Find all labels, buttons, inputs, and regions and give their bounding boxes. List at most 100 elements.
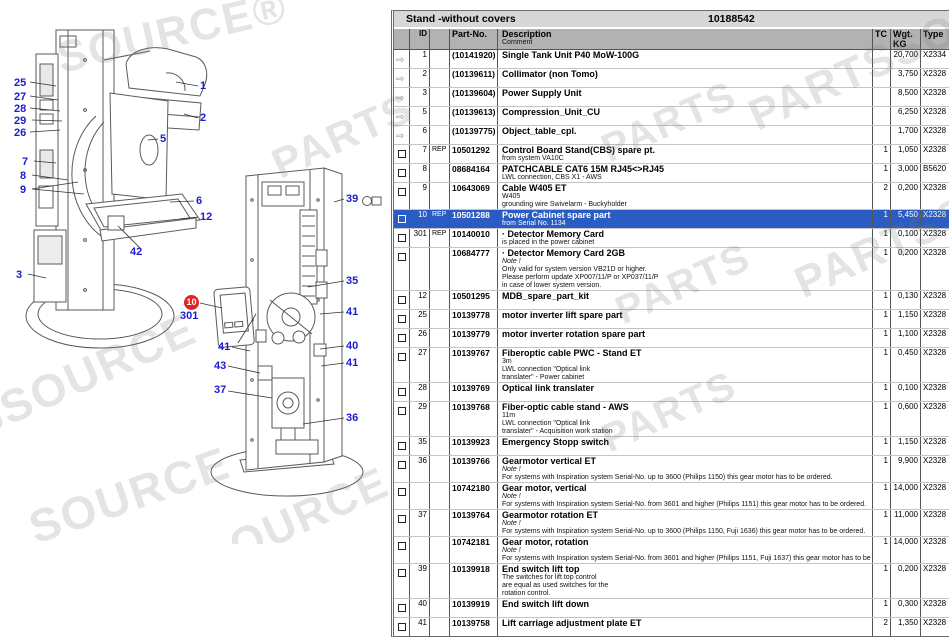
cell-id: 27	[410, 348, 430, 382]
goto-arrow-icon[interactable]: ⇨	[396, 55, 405, 66]
select-checkbox[interactable]	[398, 488, 406, 496]
callout-5[interactable]: 5	[160, 133, 167, 145]
callout-8[interactable]: 8	[20, 170, 27, 182]
select-checkbox[interactable]	[398, 623, 406, 631]
cell-tc: 1	[873, 483, 891, 509]
callout-35[interactable]: 35	[346, 275, 359, 287]
goto-arrow-icon[interactable]: ⇨	[396, 74, 405, 85]
select-checkbox[interactable]	[398, 542, 406, 550]
callout-1[interactable]: 1	[200, 80, 207, 92]
select-checkbox[interactable]	[398, 407, 406, 415]
callout-41[interactable]: 41	[346, 357, 359, 369]
description-comment-line: Note !	[502, 466, 521, 473]
row-icon-cell: ⇨	[394, 126, 410, 144]
callout-3[interactable]: 3	[16, 269, 23, 281]
select-checkbox[interactable]	[398, 353, 406, 361]
select-checkbox[interactable]	[398, 215, 406, 223]
callout-selected-10[interactable]: 10	[184, 295, 199, 310]
row-icon-cell	[394, 564, 410, 598]
select-checkbox[interactable]	[398, 169, 406, 177]
cell-part-no: 10139758	[450, 618, 498, 636]
cell-tc: 1	[873, 537, 891, 563]
select-checkbox[interactable]	[398, 188, 406, 196]
callout-28[interactable]: 28	[14, 103, 27, 115]
goto-arrow-icon[interactable]: ⇨	[396, 93, 405, 104]
select-checkbox[interactable]	[398, 461, 406, 469]
callout-36[interactable]: 36	[346, 412, 359, 424]
callout-40[interactable]: 40	[346, 340, 359, 352]
select-checkbox[interactable]	[398, 253, 406, 261]
cell-type: X2328	[923, 310, 947, 319]
callout-26[interactable]: 26	[14, 127, 27, 139]
cell-id: 6	[410, 126, 430, 144]
goto-arrow-icon[interactable]: ⇨	[396, 112, 405, 123]
callout-29[interactable]: 29	[14, 115, 27, 127]
select-checkbox[interactable]	[398, 296, 406, 304]
callout-43[interactable]: 43	[214, 360, 227, 372]
cell-description: Single Tank Unit P40 MoW-100G	[498, 50, 873, 68]
callout-9[interactable]: 9	[20, 184, 27, 196]
select-checkbox[interactable]	[398, 234, 406, 242]
callout-41[interactable]: 41	[218, 341, 231, 353]
select-checkbox[interactable]	[398, 604, 406, 612]
stand-line-drawing	[25, 29, 382, 497]
callout-37[interactable]: 37	[214, 384, 227, 396]
select-checkbox[interactable]	[398, 150, 406, 158]
callout-41[interactable]: 41	[346, 306, 359, 318]
cell-rep	[430, 599, 450, 617]
row-icon-cell	[394, 510, 410, 536]
goto-arrow-icon[interactable]: ⇨	[396, 131, 405, 142]
callout-2[interactable]: 2	[200, 112, 207, 124]
cell-rep: REP	[430, 229, 450, 247]
select-checkbox[interactable]	[398, 515, 406, 523]
callout-7[interactable]: 7	[22, 156, 29, 168]
select-checkbox[interactable]	[398, 569, 406, 577]
description-title: Collimator (non Tomo)	[502, 69, 598, 79]
callout-25[interactable]: 25	[14, 77, 27, 89]
cell-rep	[430, 164, 450, 182]
callout-42[interactable]: 42	[130, 246, 143, 258]
cell-part-no: 10139778	[450, 310, 498, 328]
callout-27[interactable]: 27	[14, 91, 27, 103]
select-checkbox[interactable]	[398, 388, 406, 396]
table-row[interactable]: ⇨1(10141920)Single Tank Unit P40 MoW-100…	[394, 50, 949, 69]
description-title: Compression_Unit_CU	[502, 107, 601, 117]
cell-tc: 1	[873, 402, 891, 436]
select-checkbox[interactable]	[398, 442, 406, 450]
cell-rep	[430, 456, 450, 482]
select-checkbox[interactable]	[398, 334, 406, 342]
callout-301[interactable]: 301	[180, 310, 199, 322]
description-comment-line: LWL connection "Optical link	[502, 420, 591, 427]
callout-6[interactable]: 6	[196, 195, 203, 207]
callout-12[interactable]: 12	[200, 211, 213, 223]
header-id: ID	[410, 29, 430, 49]
callout-39[interactable]: 39	[346, 193, 359, 205]
select-checkbox[interactable]	[398, 315, 406, 323]
